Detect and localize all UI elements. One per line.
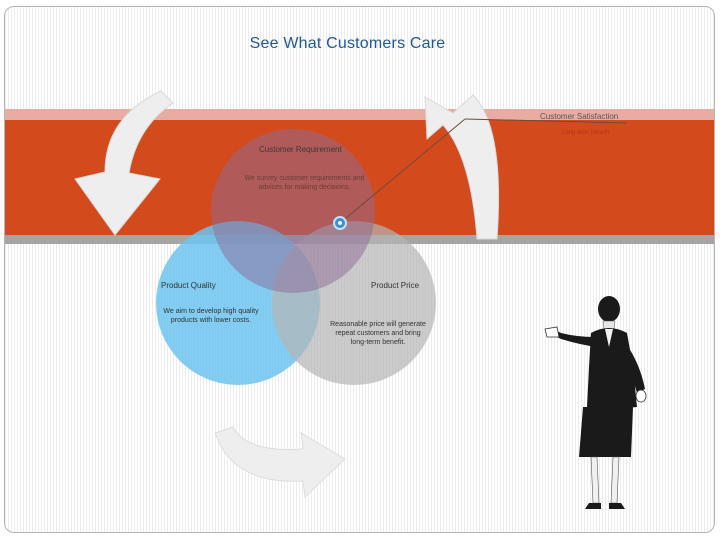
page-title: See What Customers Care xyxy=(249,35,446,52)
center-dot-core xyxy=(338,221,342,225)
customer-satisfaction-label: Customer Satisfaction xyxy=(540,112,619,121)
curved-arrow-bottom-icon xyxy=(214,426,346,499)
customer-requirement-description: We survey customer requirements and advi… xyxy=(244,175,365,191)
venn-diagram xyxy=(74,90,647,509)
product-price-description: Reasonable price will generate repeat cu… xyxy=(330,321,426,346)
businesswoman-figure-icon xyxy=(544,296,647,509)
product-price-label: Product Price xyxy=(371,281,420,290)
slide: See What Customers Care xyxy=(4,6,715,533)
customer-satisfaction-sublabel: Long-term benefit xyxy=(562,130,610,136)
circle-customer-requirement xyxy=(211,129,375,293)
connector-line-horizontal xyxy=(464,118,628,124)
product-quality-label: Product Quality xyxy=(161,281,216,290)
curved-arrow-right-icon xyxy=(424,94,500,240)
customer-requirement-label: Customer Requirement xyxy=(259,145,342,154)
product-quality-description: We aim to develop high quality products … xyxy=(163,308,259,324)
band-top-stripe xyxy=(5,109,714,120)
curved-arrow-left-icon xyxy=(74,90,174,236)
connector-line xyxy=(339,118,466,224)
